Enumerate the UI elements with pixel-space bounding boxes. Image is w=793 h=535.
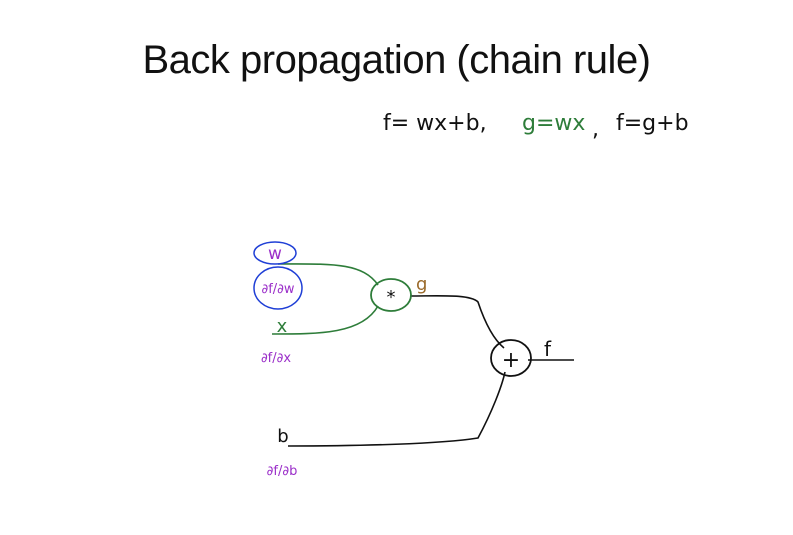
wire-x-to-mul (271, 305, 379, 335)
wire-w-to-mul (277, 263, 379, 286)
multiply-symbol: * (387, 287, 396, 308)
highlight-circle-grad-w (253, 266, 303, 310)
slide-title: Back propagation (chain rule) (142, 38, 651, 82)
output-f-label: f (544, 337, 552, 361)
equation-f-sum: f=g+b (616, 111, 689, 136)
input-w-label: w (268, 244, 282, 264)
grad-w-label: ∂f/∂w (261, 282, 294, 297)
equation-separator: , (592, 117, 599, 142)
grad-b-label: ∂f/∂b (267, 464, 298, 479)
grad-x-label: ∂f/∂x (261, 351, 291, 366)
add-node (490, 339, 532, 377)
input-b-label: b (277, 426, 288, 447)
wire-g-to-add (409, 294, 505, 349)
equation-g: g=wx (522, 111, 585, 136)
multiply-node (370, 278, 412, 312)
wire-b-to-add (287, 371, 506, 447)
highlight-circle-w (253, 241, 297, 265)
intermediate-g-label: g (416, 274, 427, 295)
equation-f-full: f= wx+b, (383, 111, 487, 136)
add-symbol: + (502, 348, 520, 373)
input-x-label: x (277, 316, 288, 337)
